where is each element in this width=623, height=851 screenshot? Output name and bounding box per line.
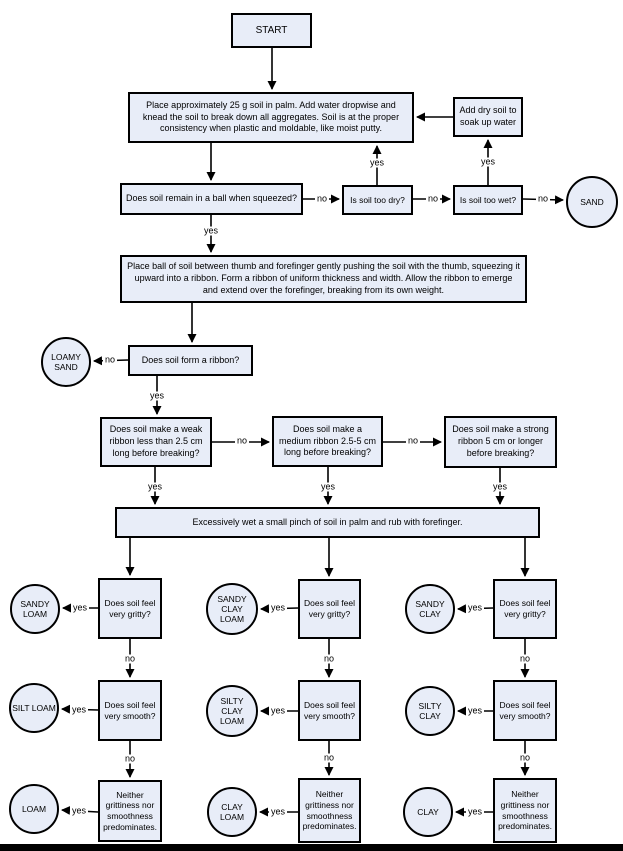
ball-question-box: Does soil remain in a ball when squeezed…	[120, 183, 303, 215]
edge-label-yes: yes	[268, 705, 288, 716]
too-wet-question-box: Is soil too wet?	[453, 185, 523, 215]
strong-ribbon-question-box: Does soil make a strong ribbon 5 cm or l…	[444, 416, 557, 468]
clay-loam-terminal: CLAY LOAM	[207, 787, 257, 837]
edge-label-yes: yes	[268, 806, 288, 817]
ribbon-instruction-box: Place ball of soil between thumb and for…	[120, 255, 527, 303]
edge-label-no: no	[405, 435, 421, 446]
loamy-sand-terminal: LOAMY SAND	[41, 337, 91, 387]
smooth-question-box-1: Does soil feel very smooth?	[98, 680, 162, 741]
prep-instruction-box: Place approximately 25 g soil in palm. A…	[128, 92, 414, 143]
sand-terminal: SAND	[566, 176, 618, 228]
silty-clay-loam-terminal: SILTY CLAY LOAM	[206, 685, 258, 737]
neither-question-box-1: Neither grittiness nor smoothness predom…	[98, 780, 162, 842]
edge-label-yes: yes	[145, 481, 165, 492]
loam-terminal: LOAM	[9, 784, 59, 834]
edge-label-yes: yes	[70, 602, 90, 613]
silt-loam-terminal: SILT LOAM	[9, 683, 59, 733]
edge-label-yes: yes	[318, 481, 338, 492]
edge-label-no: no	[234, 435, 250, 446]
edge-label-no: no	[517, 653, 533, 664]
gritty-question-box-3: Does soil feel very gritty?	[493, 579, 557, 639]
edge-label-no: no	[535, 193, 551, 204]
edge-label-yes: yes	[69, 805, 89, 816]
neither-question-box-3: Neither grittiness nor smoothness predom…	[493, 778, 557, 843]
edge-label-no: no	[321, 752, 337, 763]
edge-label-yes: yes	[465, 705, 485, 716]
too-dry-question-box: Is soil too dry?	[342, 185, 413, 215]
neither-question-box-2: Neither grittiness nor smoothness predom…	[298, 778, 361, 843]
edge-label-yes: yes	[201, 225, 221, 236]
weak-ribbon-question-box: Does soil make a weak ribbon less than 2…	[100, 417, 212, 467]
smooth-question-box-3: Does soil feel very smooth?	[493, 680, 557, 741]
edge-label-yes: yes	[478, 156, 498, 167]
add-dry-soil-box: Add dry soil to soak up water	[453, 97, 523, 137]
gritty-question-box-2: Does soil feel very gritty?	[298, 579, 361, 639]
edge-label-yes: yes	[490, 481, 510, 492]
edge-label-no: no	[321, 653, 337, 664]
gritty-question-box-1: Does soil feel very gritty?	[98, 578, 162, 639]
medium-ribbon-question-box: Does soil make a medium ribbon 2.5-5 cm …	[272, 416, 383, 467]
sandy-loam-terminal: SANDY LOAM	[10, 584, 60, 634]
edge-label-no: no	[425, 193, 441, 204]
sandy-clay-terminal: SANDY CLAY	[405, 584, 455, 634]
page-bottom-border	[0, 844, 623, 851]
edge-label-yes: yes	[465, 806, 485, 817]
wet-pinch-instruction-box: Excessively wet a small pinch of soil in…	[115, 507, 540, 538]
edge-label-no: no	[314, 193, 330, 204]
sandy-clay-loam-terminal: SANDY CLAY LOAM	[206, 583, 258, 635]
edge-label-yes: yes	[268, 602, 288, 613]
clay-terminal: CLAY	[403, 787, 453, 837]
edge-label-yes: yes	[147, 390, 167, 401]
smooth-question-box-2: Does soil feel very smooth?	[298, 680, 361, 741]
edge-label-no: no	[122, 753, 138, 764]
silty-clay-terminal: SILTY CLAY	[405, 686, 455, 736]
edge-label-no: no	[122, 653, 138, 664]
edge-label-yes: yes	[465, 602, 485, 613]
edge-label-yes: yes	[367, 157, 387, 168]
start-node: START	[231, 13, 312, 48]
form-ribbon-question-box: Does soil form a ribbon?	[128, 345, 253, 376]
edge-label-no: no	[102, 354, 118, 365]
edge-label-no: no	[517, 752, 533, 763]
edge-label-yes: yes	[69, 704, 89, 715]
